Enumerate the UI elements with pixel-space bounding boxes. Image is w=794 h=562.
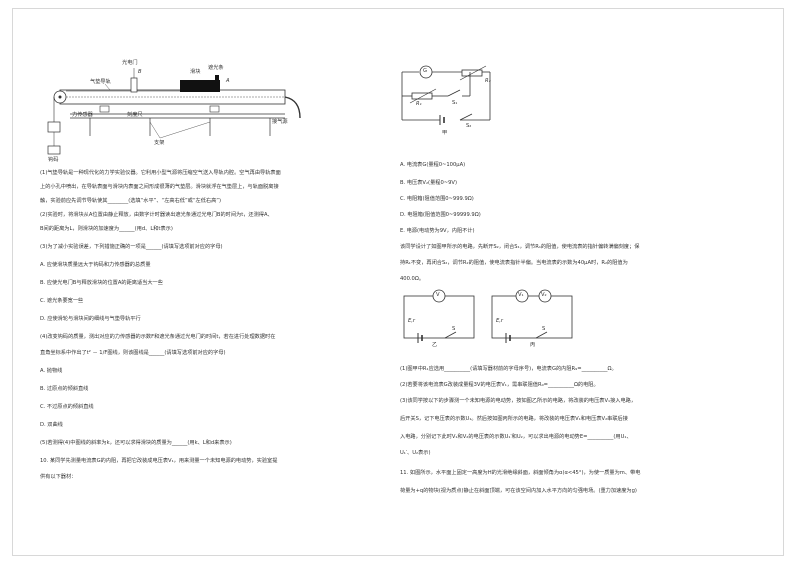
label-v2: V₂ — [541, 292, 547, 298]
label-photogate: 光电门 — [122, 60, 138, 66]
option-line: E. 电源(电动势为9V，内阻不计) — [400, 228, 475, 234]
text-line: (2)实验时，将滑块从A位置由静止释放，由数字计时器读出遮光条通过光电门B的时间… — [40, 212, 273, 218]
label-v1: V₁ — [518, 292, 524, 298]
text-line: 供有以下器材： — [40, 474, 77, 480]
label-g: G — [423, 68, 428, 74]
text-line: 入电路，分别记下此时V₁和V₂的电压表的示数U₁′和U₂，可以求出电源的电动势E… — [400, 434, 632, 440]
text-line: 11. 如图所示，水平面上固定一高度为H的光滑绝缘斜面，斜面倾角为α(α<45°… — [400, 470, 641, 476]
label-b: B — [138, 69, 142, 75]
option-line: B. 应使光电门B与释放滑块的位置A的距离适当大一些 — [40, 280, 163, 286]
option-line: C. 不过原点的倾斜直线 — [40, 404, 94, 410]
text-line: (3)为了减小实验误差，下列措施正确的一项是______(请填写选项前对应的字母… — [40, 244, 223, 250]
label-s-bing: S — [542, 326, 546, 332]
caption-bing: 丙 — [530, 342, 536, 348]
label-support: 支架 — [154, 140, 165, 146]
label-v: V — [436, 292, 440, 298]
option-line: A. 应使滑块质量远大于钩码和力传感器的总质量 — [40, 262, 151, 268]
option-line: C. 电阻箱(阻值范围0~999.9Ω) — [400, 196, 474, 202]
text-line: 直角坐标系中作出了t² － 1/F图线，则该图线是______(请填写选项前对应… — [40, 350, 226, 356]
text-line: 400.0Ω。 — [400, 276, 425, 282]
option-line: A. 抛物线 — [40, 368, 63, 374]
caption-yi: 乙 — [432, 342, 438, 348]
text-line: (1)图甲中R₁应选用__________(请填写器材前的字母序号)，电流表G的… — [400, 366, 617, 372]
label-s-yi: S — [452, 326, 456, 332]
label-r1: R₁ — [416, 101, 422, 107]
label-er-bing: E,r — [496, 318, 504, 324]
label-shade: 遮光条 — [208, 65, 224, 71]
text-line: 该同学设计了如图甲所示的电路，先断开S₂，闭合S₁，调节R₁的阻值，使电流表的指… — [400, 244, 640, 250]
option-line: B. 过原点的倾斜直线 — [40, 386, 89, 392]
label-force-sensor: 力传感器 — [72, 112, 93, 118]
label-weight: 钩码 — [48, 157, 59, 163]
text-line: 荷量为+q的物块(视为质点)静止在斜面顶端，可在该空间内加入水平方向的匀强电场。… — [400, 488, 637, 494]
text-line: (1)气垫导轨是一种现代化的力学实验仪器。它利用小型气源将压缩空气送入导轨内腔。… — [40, 170, 281, 176]
label-s2: S₂ — [466, 123, 472, 129]
text-line: 10. 某同学先测量电流表G的内阻，再把它改装成电压表V₁，用来测量一个未知电源… — [40, 458, 278, 464]
text-line: (4)改变钩码的质量，测出对应的力传感器的示数F和遮光条通过光电门的时间t，若在… — [40, 334, 276, 340]
text-line: 上的小孔中喷出，在导轨表面与滑块内表面之间形成很薄的气垫层。滑块就浮在气垫层上，… — [40, 184, 279, 190]
label-r2: R₂ — [485, 78, 491, 84]
option-line: D. 应使滑轮与滑块间的细线与气垫导轨平行 — [40, 316, 141, 322]
label-s1: S₁ — [452, 100, 458, 106]
label-er-yi: E,r — [408, 318, 416, 324]
option-line: C. 遮光条要宽一些 — [40, 298, 84, 304]
option-line: A. 电流表G(量程0~100μA) — [400, 162, 466, 168]
text-line: (5)若测得(4)中图线的斜率为k，还可以求得滑块的质量为______(用k、L… — [40, 440, 232, 446]
text-line: (3)该同学按以下的步骤测一个未知电源的电动势，按如图乙所示的电路，将改装的电压… — [400, 398, 637, 404]
label-a: A — [226, 78, 230, 84]
option-line: D. 双曲线 — [40, 422, 63, 428]
option-line: D. 电阻箱(阻值范围0~99999.9Ω) — [400, 212, 481, 218]
text-line: 持R₁不变，再闭合S₂，调节R₂的阻值，使电流表指针半偏。当电流表的示数为40μ… — [400, 260, 628, 266]
text-line: U₁′、U₂表示) — [400, 450, 431, 456]
label-slider: 滑块 — [190, 69, 201, 75]
text-line: B间的距离为L，则滑块的加速度为______(用d、L和t表示) — [40, 226, 173, 232]
text-line: 触，实验前应先调节导轨使其________(选填“水平”、“左高右低”或“左低右… — [40, 198, 221, 204]
label-air-source: 接气源 — [272, 119, 288, 125]
caption-jia: 甲 — [442, 130, 448, 136]
label-airtrack: 气垫导轨 — [90, 79, 111, 85]
text-line: (2)若要将该电流表G改装成量程3V的电压表V₁，需串联阻值R₀=_______… — [400, 382, 599, 388]
label-ruler: 刻度尺 — [127, 112, 143, 118]
text-line: 后开关S，记下电压表的示数U₁。然后按如图丙所示的电路，将改装的电压表V₁和电压… — [400, 416, 628, 422]
page-border — [12, 8, 784, 556]
option-line: B. 电压表V₂(量程0~9V) — [400, 180, 457, 186]
